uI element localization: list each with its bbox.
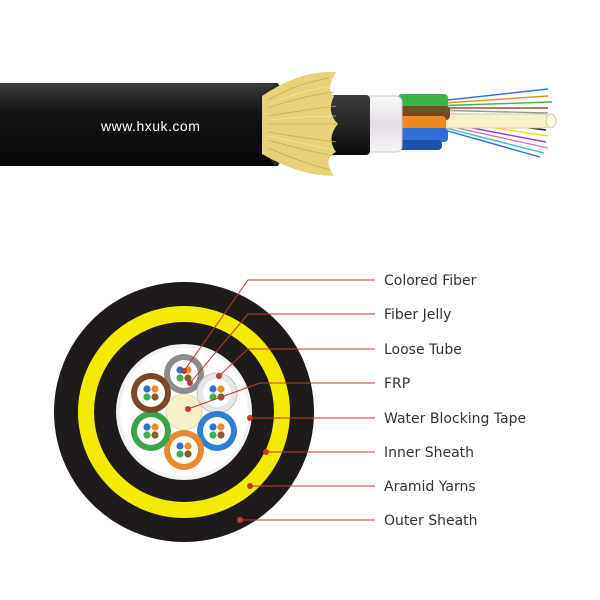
label-loose-tube: Loose Tube (384, 342, 462, 358)
leader-water-blocking-tape (247, 415, 375, 421)
label-fiber-jelly: Fiber Jelly (384, 307, 451, 323)
loose-tube-white (196, 372, 238, 414)
label-aramid-yarns: Aramid Yarns (384, 479, 476, 495)
loose-tube-brown (131, 373, 171, 413)
leader-aramid-yarns (247, 483, 375, 489)
leader-fiber-jelly (187, 313, 375, 386)
watermark-text: www.hxuk.com (100, 118, 200, 134)
loose-tube-green (131, 411, 171, 451)
label-water-blocking-tape: Water Blocking Tape (384, 411, 526, 427)
loose-tubes-stub (398, 94, 450, 150)
label-inner-sheath: Inner Sheath (384, 445, 474, 461)
label-colored-fiber: Colored Fiber (384, 273, 477, 289)
leader-outer-sheath (237, 517, 375, 523)
label-outer-sheath: Outer Sheath (384, 513, 478, 529)
leader-inner-sheath (263, 449, 375, 455)
labels: Colored Fiber Fiber Jelly Loose Tube FRP… (384, 273, 526, 529)
leader-colored-fiber (181, 279, 375, 374)
leader-frp (185, 382, 375, 412)
leader-loose-tube (216, 348, 375, 379)
label-frp: FRP (384, 376, 410, 392)
frp-core (165, 393, 203, 431)
cross-section (54, 282, 314, 542)
aramid-yarn-tuft (262, 71, 338, 176)
leader-lines (181, 279, 375, 523)
outer-sheath-body (0, 83, 278, 166)
inner-sheath-stub (330, 95, 370, 155)
cable-photo: www.hxuk.com (0, 71, 557, 176)
loose-tube-blue (197, 411, 237, 451)
loose-tube-orange (164, 430, 204, 470)
